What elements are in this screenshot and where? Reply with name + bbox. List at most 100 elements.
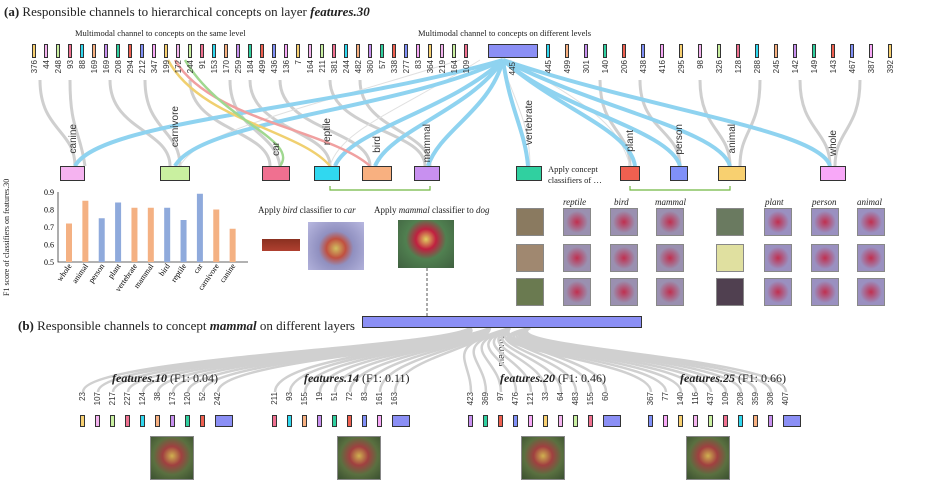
channel-box: [92, 44, 96, 58]
channel-box: [260, 44, 264, 58]
heatmap-image: [811, 244, 839, 272]
layer-channel-number: 60: [601, 392, 610, 401]
channel-box: [888, 44, 892, 58]
layer-heatmap-image: [686, 436, 730, 480]
channel-box: [622, 44, 626, 58]
apply-concept-text: Apply concept classifiers of …: [548, 164, 602, 185]
layer-title: features.25 (F1: 0.66): [680, 371, 786, 385]
channel-number: 184: [246, 60, 255, 74]
layer-channel-box: [95, 415, 100, 427]
source-image: [516, 208, 544, 236]
channel-number: 482: [354, 60, 363, 74]
channel-box: [660, 44, 664, 58]
concept-label-plant: plant: [625, 130, 636, 152]
channel-number: 57: [378, 60, 387, 69]
bar-person: [98, 218, 105, 262]
source-image: [716, 208, 744, 236]
layer-channel-box: [392, 415, 410, 427]
section-b-title: (b) Responsible channels to concept mamm…: [18, 318, 355, 333]
layer-channel-box: [588, 415, 593, 427]
heatmap-image: [857, 208, 885, 236]
channel-box: [176, 44, 180, 58]
layer-channel-box: [723, 415, 728, 427]
channel-number: 499: [258, 60, 267, 74]
y-tick-label: 0.8: [44, 206, 54, 215]
channel-number: 142: [791, 60, 800, 74]
layer-channel-number: 109: [721, 392, 730, 406]
grid-head-animal: animal: [857, 197, 883, 207]
channel-box: [736, 44, 740, 58]
heatmap-image: [857, 278, 885, 306]
layer-channel-number: 72: [345, 392, 354, 401]
channel-box: [32, 44, 36, 58]
channel-number: 128: [734, 60, 743, 74]
source-image: [516, 278, 544, 306]
layer-channel-box: [663, 415, 668, 427]
channel-number: 172: [174, 60, 183, 74]
layer-channel-box: [332, 415, 337, 427]
y-tick-label: 0.7: [44, 223, 54, 232]
x-tick-label: person: [87, 262, 107, 285]
channel-box: [869, 44, 873, 58]
car-image: [262, 230, 300, 260]
channel-number: 376: [30, 60, 39, 74]
bar-plant: [115, 202, 122, 262]
channel-number: 164: [450, 60, 459, 74]
channel-number: 436: [270, 60, 279, 74]
grid-head-reptile: reptile: [563, 197, 587, 207]
big-channel-number: 445: [508, 62, 517, 76]
layer-heatmap-image: [337, 436, 381, 480]
channel-number: 88: [78, 60, 87, 69]
layer-title: features.20 (F1: 0.46): [500, 371, 606, 385]
y-tick-label: 0.9: [44, 188, 54, 197]
channel-number: 93: [66, 60, 75, 69]
channel-number: 392: [886, 60, 895, 74]
channel-number: 169: [90, 60, 99, 74]
source-image: [716, 278, 744, 306]
channel-box: [308, 44, 312, 58]
dog-heatmap-image: [398, 220, 454, 268]
channel-box: [200, 44, 204, 58]
layer-channel-number: 116: [691, 392, 700, 405]
layer-channel-number: 19: [315, 392, 324, 401]
channel-number: 499: [563, 60, 572, 74]
channel-box: [128, 44, 132, 58]
channel-number: 277: [402, 60, 411, 74]
channel-box: [332, 44, 336, 58]
layer-channel-box: [468, 415, 473, 427]
layer-title: features.14 (F1: 0.11): [304, 371, 410, 385]
channel-number: 149: [810, 60, 819, 74]
layer-channel-box: [768, 415, 773, 427]
layer-channel-number: 93: [285, 392, 294, 401]
layer-channel-number: 369: [481, 392, 490, 406]
concept-box-canine: [60, 166, 85, 181]
layer-channel-box: [140, 415, 145, 427]
layer-channel-box: [317, 415, 322, 427]
concept-box-animal: [718, 166, 746, 181]
channel-number: 109: [462, 60, 471, 74]
channel-box: [755, 44, 759, 58]
car-heatmap-image: [308, 222, 364, 270]
heatmap-image: [764, 278, 792, 306]
bar-bird: [164, 207, 171, 262]
channel-number: 245: [772, 60, 781, 74]
channel-number: 381: [330, 60, 339, 74]
layer-channel-box: [125, 415, 130, 427]
channel-box: [428, 44, 432, 58]
channel-number: 199: [162, 60, 171, 74]
heatmap-image: [563, 244, 591, 272]
concept-label-animal: animal: [727, 124, 738, 154]
layer-channel-box: [708, 415, 713, 427]
concept-label-bird: bird: [372, 136, 383, 153]
channel-number: 288: [753, 60, 762, 74]
channel-box: [603, 44, 607, 58]
channel-number: 387: [867, 60, 876, 74]
channel-number: 294: [126, 60, 135, 74]
channel-number: 244: [342, 60, 351, 74]
channel-box: [284, 44, 288, 58]
channel-number: 438: [639, 60, 648, 74]
bar-animal: [82, 200, 89, 262]
channel-number: 360: [366, 60, 375, 74]
channel-box: [565, 44, 569, 58]
channel-number: 206: [620, 60, 629, 74]
